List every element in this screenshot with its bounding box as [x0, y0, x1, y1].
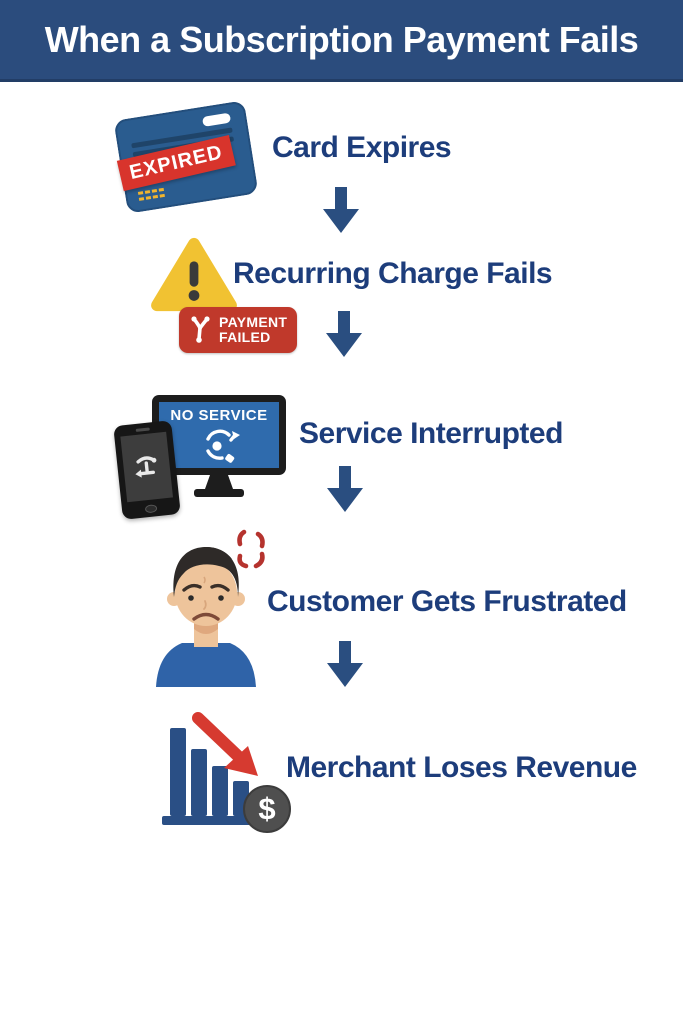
declining-bar-chart-icon: $	[158, 712, 308, 833]
anger-mark-icon	[230, 528, 272, 572]
step-label-customer-gets-frustrated: Customer Gets Frustrated	[267, 585, 627, 618]
no-service-text: NO SERVICE	[170, 407, 268, 424]
step-label-service-interrupted: Service Interrupted	[299, 417, 563, 450]
broken-signal-icon	[206, 429, 237, 460]
payment-failed-text: PAYMENT FAILED	[219, 313, 288, 345]
page-title: When a Subscription Payment Fails	[44, 18, 639, 60]
down-arrow-icon	[327, 466, 363, 512]
down-arrow-icon	[326, 311, 362, 357]
step-label-recurring-charge-fails: Recurring Charge Fails	[233, 257, 553, 290]
dollar-coin-icon: $	[243, 785, 291, 833]
warning-triangle-graphic	[151, 237, 237, 312]
step-label-card-expires: Card Expires	[272, 131, 452, 164]
no-service-monitor-icon: NO SERVICE	[152, 395, 286, 499]
monitor-graphic	[152, 395, 286, 497]
step-label-merchant-loses-revenue: Merchant Loses Revenue	[286, 751, 637, 784]
down-arrow-icon	[327, 641, 363, 687]
person-graphic	[156, 547, 256, 687]
payment-failed-line2: FAILED	[219, 329, 271, 345]
anger-mark-graphic	[237, 529, 265, 569]
frustrated-customer-icon	[146, 537, 266, 687]
header-banner: When a Subscription Payment Fails	[0, 0, 683, 82]
no-service-phone-icon	[113, 420, 181, 520]
down-arrow-icon	[323, 187, 359, 233]
warning-triangle-icon	[150, 236, 238, 314]
expired-credit-card-icon: EXPIRED	[113, 100, 258, 213]
call-failed-icon	[135, 456, 157, 478]
payment-failed-line1: PAYMENT	[219, 313, 288, 330]
red-decline-arrow-icon	[192, 712, 258, 776]
phone-speaker	[135, 427, 150, 432]
broken-link-icon	[191, 316, 210, 343]
payment-failed-badge: PAYMENT FAILED	[179, 307, 297, 353]
phone-home-button	[144, 504, 158, 514]
dollar-sign: $	[258, 791, 276, 826]
